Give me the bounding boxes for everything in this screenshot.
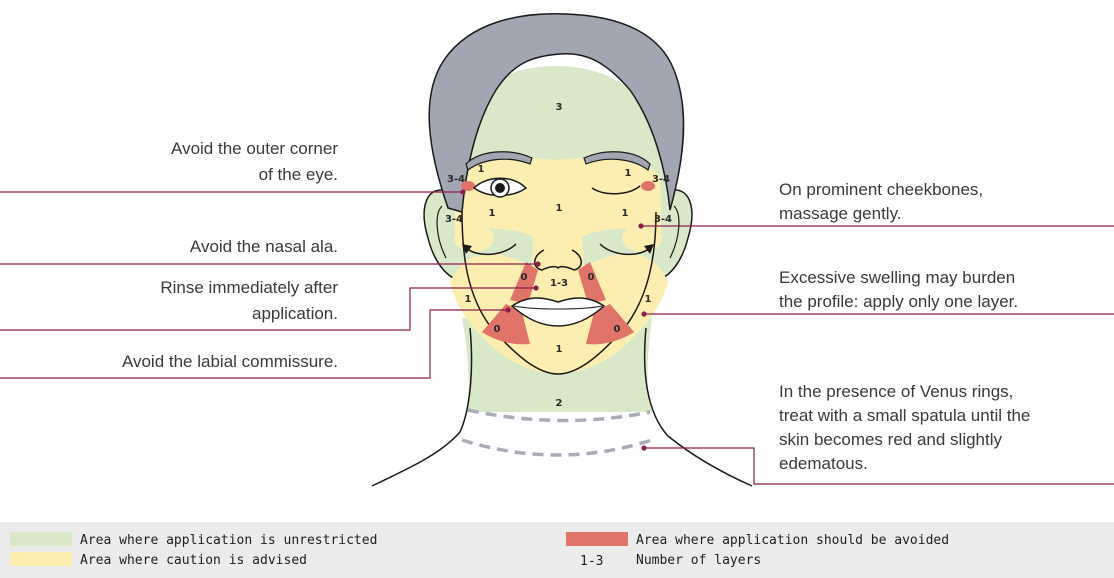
annotation-eye-corner-line-2: of the eye. bbox=[259, 165, 338, 184]
legend-label-caution: Area where caution is advised bbox=[80, 553, 307, 568]
leader-dot-rinse bbox=[533, 285, 538, 290]
legend-layers-sample: 1-3 bbox=[580, 554, 603, 569]
legend-label-layers: Number of layers bbox=[636, 553, 761, 568]
zone-label-chin: 1 bbox=[556, 344, 563, 355]
annotation-cheekbones-line-1: On prominent cheekbones, bbox=[779, 180, 983, 199]
zone-label-nasolabial-left: 0 bbox=[521, 272, 528, 283]
zone-label-jaw-right: 1 bbox=[645, 294, 652, 305]
zone-label-brow-left: 1 bbox=[478, 164, 485, 175]
legend-swatch-caution bbox=[10, 552, 72, 566]
zone-label-nasolabial-right: 0 bbox=[588, 272, 595, 283]
leader-dot-cheekbones bbox=[638, 223, 643, 228]
zone-label-cheek-right: 3-4 bbox=[654, 214, 672, 225]
annotation-swelling-line-1: Excessive swelling may burden bbox=[779, 268, 1015, 287]
legend-label-unrestricted: Area where application is unrestricted bbox=[80, 533, 377, 548]
zone-label-nose: 1 bbox=[556, 203, 563, 214]
leader-dot-swelling bbox=[641, 311, 646, 316]
annotation-swelling-line-2: the profile: apply only one layer. bbox=[779, 292, 1018, 311]
zone-label-under-eye-left: 1 bbox=[489, 208, 496, 219]
annotation-venus-line-4: edematous. bbox=[779, 454, 868, 473]
annotation-venus-line-3: skin becomes red and slightly bbox=[779, 430, 1003, 449]
annotation-eye-corner-line-1: Avoid the outer corner bbox=[171, 139, 338, 158]
legend-label-avoid: Area where application should be avoided bbox=[636, 533, 949, 548]
zone-label-temple-left: 3-4 bbox=[447, 174, 465, 185]
zone-label-forehead: 3 bbox=[556, 102, 563, 113]
zone-label-neck: 2 bbox=[556, 398, 563, 409]
zone-label-cheek-left: 3-4 bbox=[445, 214, 463, 225]
zone-label-temple-right: 3-4 bbox=[652, 174, 670, 185]
leader-dot-labial bbox=[505, 307, 510, 312]
legend-swatch-unrestricted bbox=[10, 532, 72, 546]
annotation-labial: Avoid the labial commissure. bbox=[122, 352, 338, 371]
legend: Area where application is unrestricted A… bbox=[0, 522, 1114, 578]
legend-background bbox=[0, 522, 1114, 578]
venus-ring-lower bbox=[462, 440, 652, 455]
annotation-venus-line-2: treat with a small spatula until the bbox=[779, 406, 1030, 425]
zone-label-upper-lip: 1-3 bbox=[550, 278, 568, 289]
zone-label-under-eye-right: 1 bbox=[622, 208, 629, 219]
leader-dot-venus bbox=[641, 445, 646, 450]
zone-label-marionette-left: 0 bbox=[494, 324, 501, 335]
caution-cheek-left bbox=[454, 224, 494, 252]
annotation-venus-line-1: In the presence of Venus rings, bbox=[779, 382, 1013, 401]
neck-outline-right bbox=[645, 328, 752, 486]
zone-label-brow-right: 1 bbox=[625, 168, 632, 179]
zone-label-jaw-left: 1 bbox=[465, 294, 472, 305]
annotation-nasal-ala: Avoid the nasal ala. bbox=[190, 237, 338, 256]
annotation-cheekbones-line-2: massage gently. bbox=[779, 204, 902, 223]
annotation-rinse-line-1: Rinse immediately after bbox=[160, 278, 338, 297]
zone-label-marionette-right: 0 bbox=[614, 324, 621, 335]
pupil-left-inner bbox=[495, 183, 505, 193]
leader-dot-eye-corner bbox=[460, 189, 465, 194]
caution-nose bbox=[532, 176, 584, 270]
neck-outline-left bbox=[372, 328, 472, 486]
annotation-rinse-line-2: application. bbox=[252, 304, 338, 323]
leader-dot-nasal-ala bbox=[535, 261, 540, 266]
legend-swatch-avoid bbox=[566, 532, 628, 546]
leader-venus bbox=[644, 448, 1114, 484]
